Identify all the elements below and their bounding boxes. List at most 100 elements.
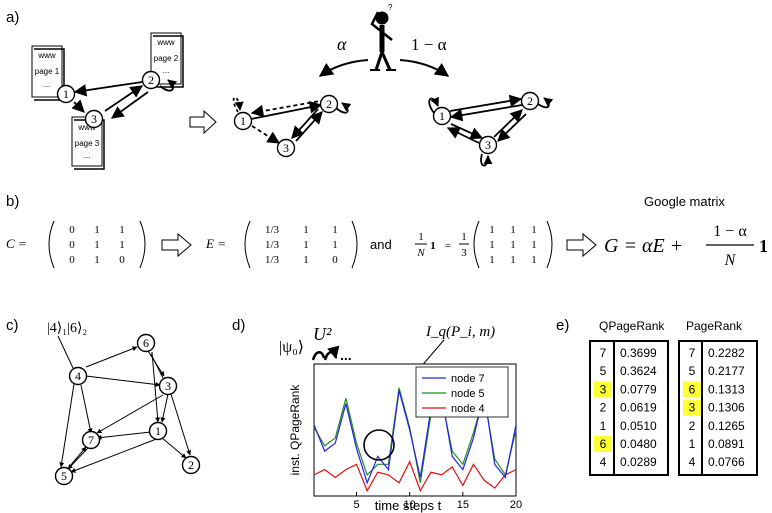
- E-cell: 0: [332, 254, 338, 266]
- x-tick-label: 15: [457, 499, 469, 511]
- x-tick-label: 20: [510, 499, 522, 511]
- svg-text:3: 3: [283, 141, 289, 155]
- svg-text:7: 7: [88, 433, 94, 447]
- panel-label-c: c): [6, 317, 19, 334]
- curved-arrow-alpha: [318, 59, 369, 77]
- G-num: 1 − α: [713, 223, 747, 240]
- qpr-header: QPageRank: [599, 319, 665, 333]
- ones-cell: 1: [510, 224, 516, 236]
- table-row-node: 7: [600, 346, 607, 360]
- table-row-value: 0.2282: [708, 346, 745, 360]
- graph-a2-edges: [232, 96, 352, 144]
- ones-cell: 1: [531, 254, 537, 266]
- table-row-value: 0.0891: [708, 437, 745, 451]
- svg-text:=: =: [445, 240, 451, 252]
- table-row-node: 5: [600, 364, 607, 378]
- ellipsis: ...: [340, 347, 352, 363]
- graph-a1-node-3: 3: [84, 109, 104, 129]
- table-row-node: 1: [600, 419, 607, 433]
- ones-cell: 1: [510, 239, 516, 251]
- table-row-node: 2: [600, 401, 607, 415]
- graph-a1-edges: [71, 79, 178, 119]
- G-den: N: [724, 252, 737, 269]
- page-2-www: www: [156, 38, 175, 47]
- E-cell: 1: [303, 254, 309, 266]
- graph-a2-node-3: 3: [276, 138, 296, 158]
- table-row-value: 0.0510: [620, 419, 657, 433]
- svg-text:5: 5: [61, 469, 67, 483]
- alpha-label: α: [337, 34, 347, 54]
- hollow-arrow-b1: [161, 232, 192, 258]
- legend-entry: node 4: [451, 403, 485, 415]
- ones-cell: 1: [531, 239, 537, 251]
- legend-entry: node 5: [451, 388, 485, 400]
- ones-cell: 1: [531, 224, 537, 236]
- graph-a2-node-1: 1: [233, 111, 253, 131]
- graph-c-node-2: 2: [181, 455, 201, 475]
- question-mark: ?: [388, 3, 393, 12]
- page-3-www: www: [77, 123, 96, 132]
- table-row-node: 4: [689, 455, 696, 469]
- Iq-label: I_q(P_i, m): [425, 324, 495, 340]
- highlight-cell: [683, 399, 701, 416]
- ones-rhs-num: 1: [461, 231, 467, 243]
- C-cell: 1: [119, 239, 125, 251]
- page-1-www: www: [37, 51, 56, 60]
- table-row-node: 3: [689, 401, 696, 415]
- table-row-value: 0.1313: [708, 382, 745, 396]
- C-cell: 1: [94, 254, 100, 266]
- svg-text:2: 2: [326, 97, 332, 111]
- C-cell: 0: [119, 254, 125, 266]
- ones-lhs: 1 N 1 = 1 3: [415, 231, 469, 259]
- table-row-value: 0.0619: [620, 401, 657, 415]
- graph-c-node-5: 5: [54, 466, 74, 486]
- table-row-node: 5: [689, 364, 696, 378]
- E-cell: 1: [332, 239, 338, 251]
- svg-text:4: 4: [75, 369, 81, 383]
- U2-label: U²: [313, 324, 332, 344]
- svg-text:2: 2: [148, 73, 154, 87]
- C-label: C =: [6, 236, 27, 251]
- E-cell: 1/3: [265, 224, 280, 236]
- table-row-value: 0.0766: [708, 455, 745, 469]
- highlight-cell: [683, 381, 701, 398]
- page-3-name: page 3: [75, 139, 100, 148]
- C-cell: 1: [94, 239, 100, 251]
- state-label-pointer: [57, 335, 74, 369]
- graph-c-node-1: 1: [148, 421, 168, 441]
- curved-arrow-one-minus-alpha: [399, 59, 450, 77]
- one-minus-alpha-label: 1 − α: [411, 35, 447, 54]
- ones-cell: 1: [510, 254, 516, 266]
- E-label: E =: [205, 236, 226, 251]
- table-row-node: 6: [600, 437, 607, 451]
- panel-label-a: a): [6, 9, 19, 26]
- C-cell: 0: [69, 254, 75, 266]
- google-matrix-label: Google matrix: [644, 194, 725, 209]
- page-2-dots: ...: [163, 66, 170, 75]
- graph-c-node-3: 3: [158, 376, 178, 396]
- table-row-node: 3: [600, 382, 607, 396]
- table-row-node: 2: [689, 419, 696, 433]
- page-1-name: page 1: [35, 67, 60, 76]
- ones-rhs-den: 3: [461, 247, 467, 259]
- legend-entry: node 7: [451, 373, 485, 385]
- table-row-value: 0.0779: [620, 382, 657, 396]
- graph-c-node-7: 7: [81, 430, 101, 450]
- panel-label-b: b): [6, 193, 19, 210]
- series-line-node-4: [313, 460, 517, 493]
- svg-text:1: 1: [240, 114, 246, 128]
- page-2-name: page 2: [154, 54, 179, 63]
- table-row-value: 0.1306: [708, 401, 745, 415]
- E-cell: 1/3: [265, 239, 280, 251]
- E-cell: 1/3: [265, 254, 280, 266]
- svg-text:3: 3: [485, 138, 491, 152]
- C-cell: 1: [94, 224, 100, 236]
- graph-a3-node-1: 1: [432, 106, 452, 126]
- svg-text:2: 2: [188, 458, 194, 472]
- state-label: |4⟩₁|6⟩₂: [47, 321, 87, 336]
- chart-y-label: inst. QPageRank: [288, 384, 302, 476]
